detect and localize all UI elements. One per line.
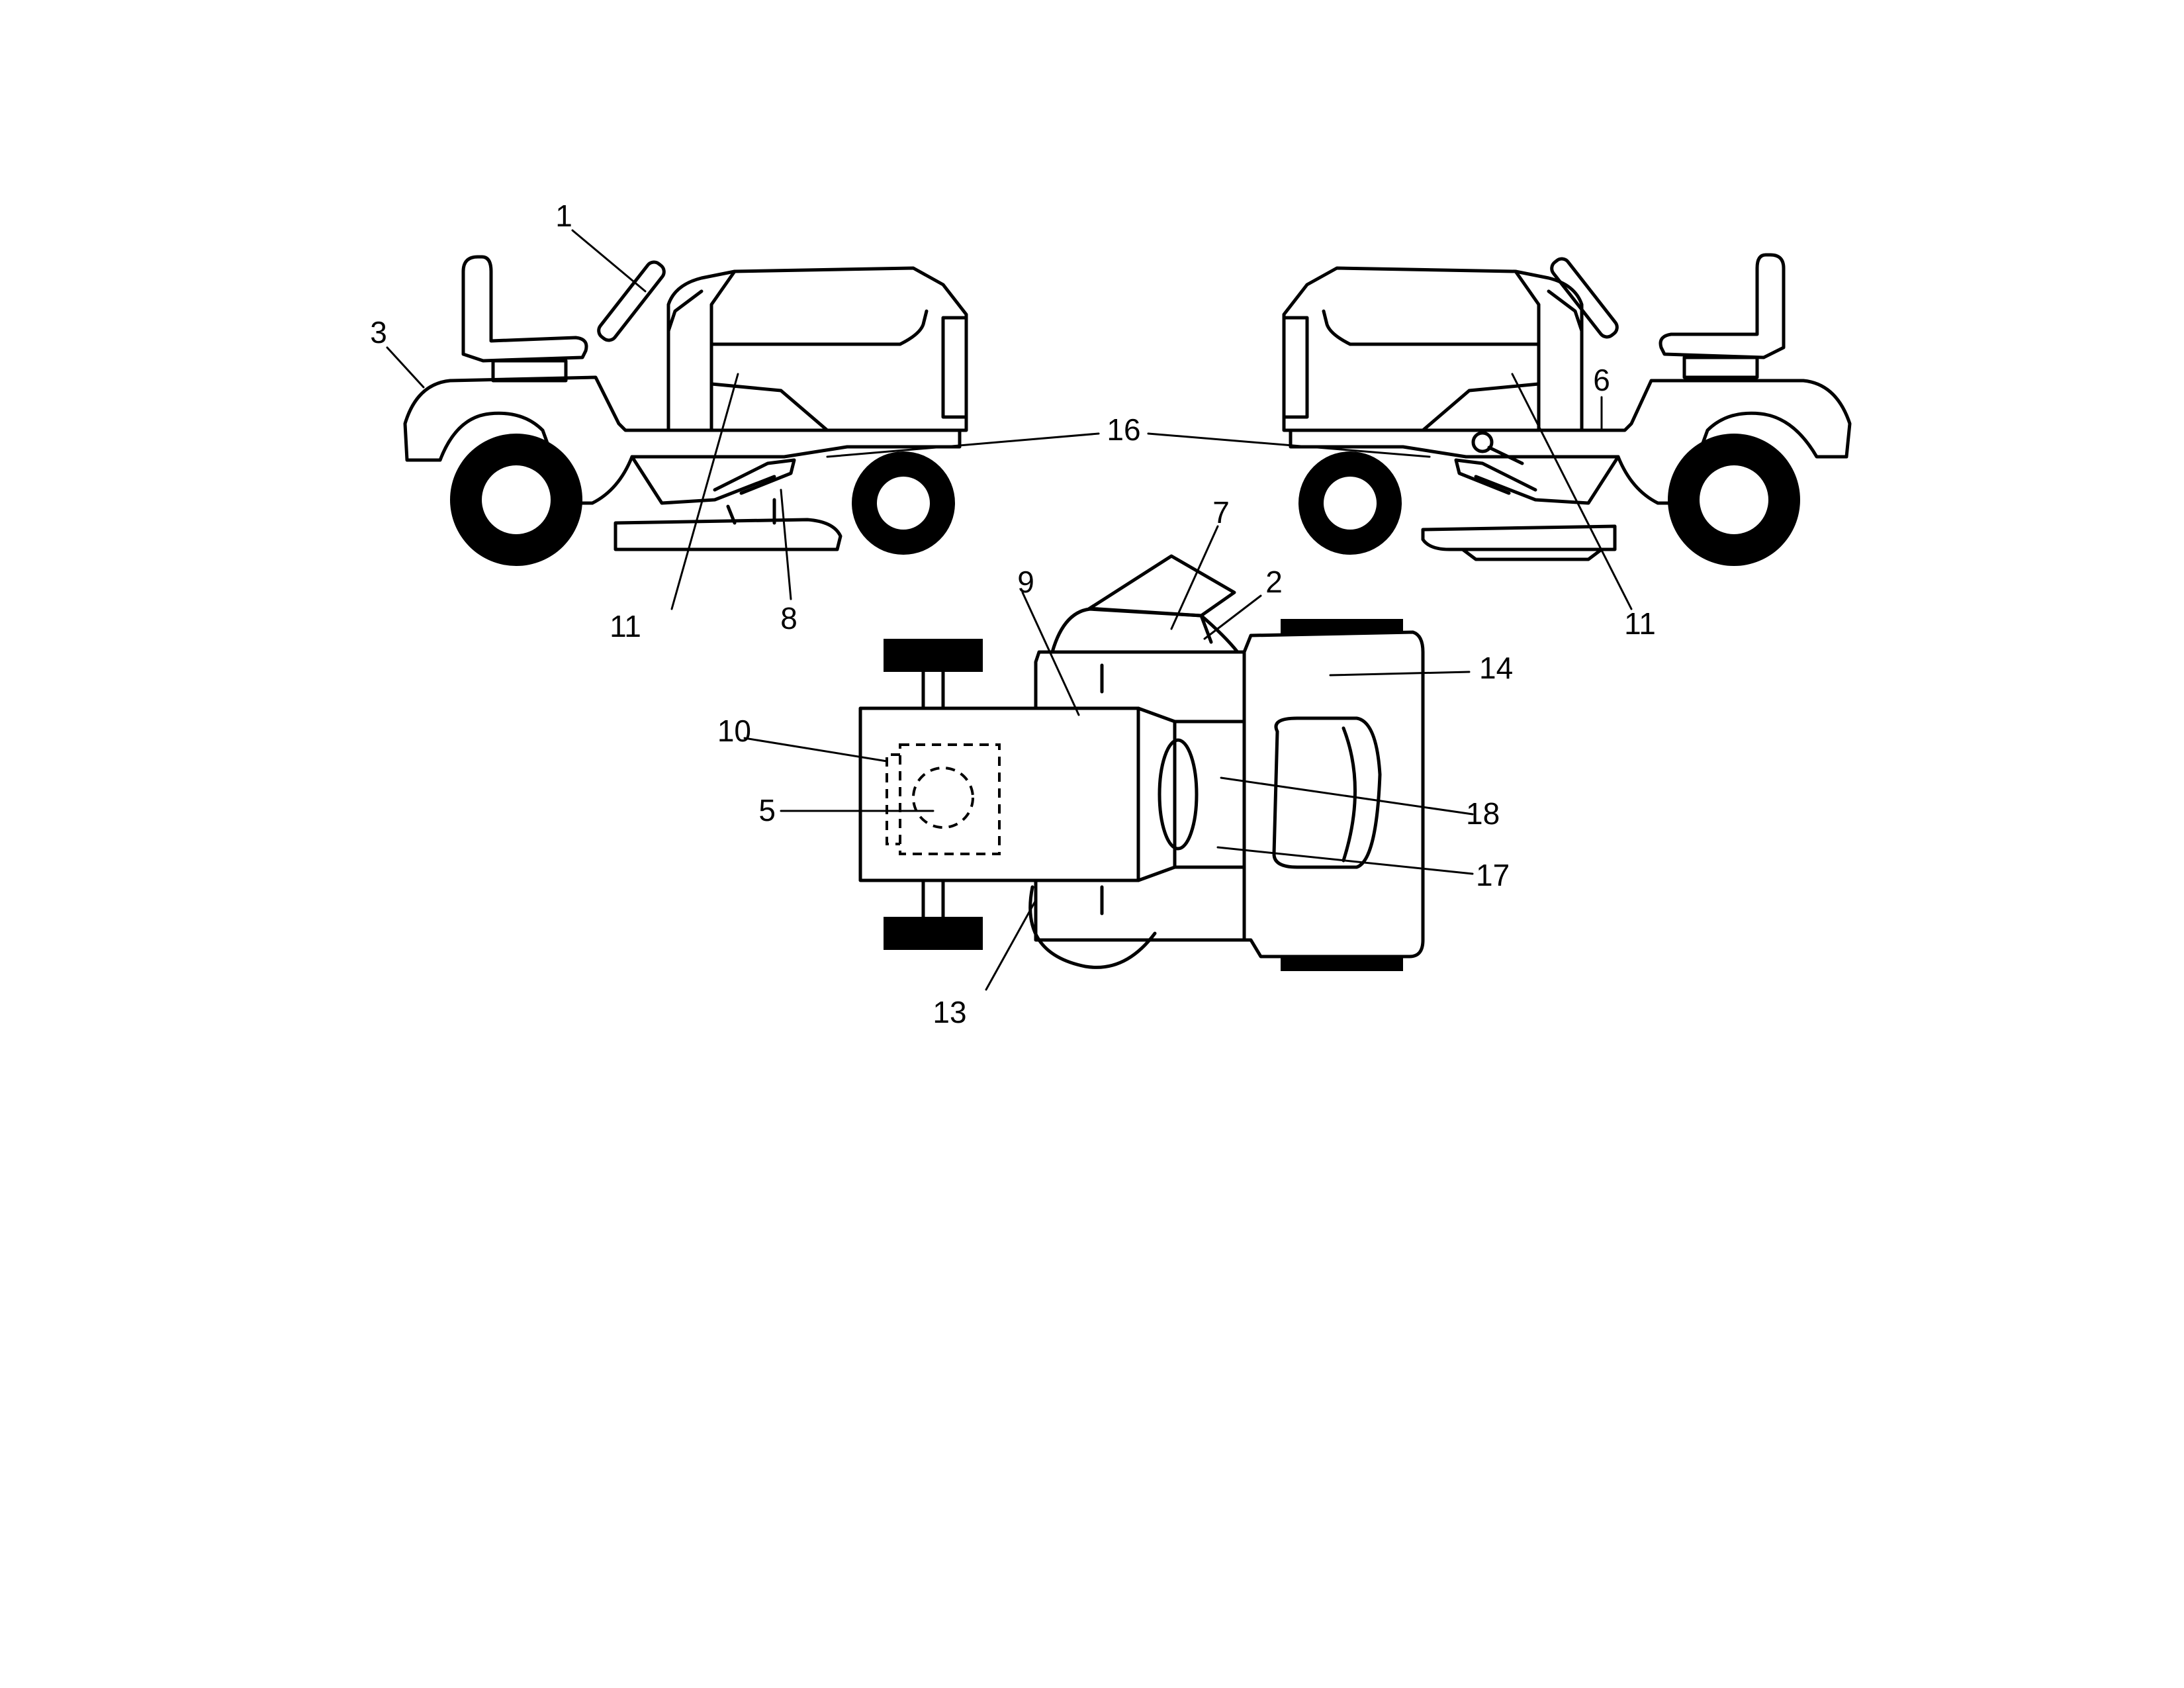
deck-hanger-left — [726, 498, 776, 525]
deck-lip-right — [1461, 547, 1604, 561]
dash-left — [709, 269, 737, 346]
callout-16: 16 — [1107, 412, 1140, 447]
hood-crease-right — [1322, 309, 1541, 346]
leader-lines — [386, 229, 1633, 991]
seat-right — [1659, 253, 1786, 359]
callout-labels: 1 3 11 8 16 6 11 7 2 9 10 5 13 14 18 17 — [370, 199, 1656, 1029]
chassis-right — [1474, 455, 1620, 505]
engine-outline-top — [899, 743, 1001, 855]
body-right — [1289, 379, 1852, 505]
callout-11-right: 11 — [1624, 606, 1656, 641]
callout-11-left: 11 — [610, 609, 641, 643]
tractor-left-side-view — [403, 255, 968, 566]
steering-wheel-right — [1550, 257, 1619, 339]
chassis-left — [630, 455, 776, 505]
discharge-chute-top — [1087, 554, 1236, 618]
lever-knob-right — [1471, 431, 1494, 453]
callout-8: 8 — [780, 601, 797, 635]
hood-crease-left — [709, 309, 929, 346]
front-tire-upper-top — [884, 639, 983, 672]
steering-top — [1158, 738, 1199, 851]
seat-left — [461, 255, 588, 363]
body-left — [403, 375, 962, 505]
steering-column-right — [1547, 289, 1584, 333]
rear-tire-upper-top — [1281, 619, 1403, 633]
rear-tire-lower-top — [1281, 957, 1403, 971]
seat-back-top — [1342, 726, 1357, 863]
callout-13: 13 — [933, 995, 966, 1029]
hood-left — [666, 266, 968, 432]
callout-18: 18 — [1466, 796, 1500, 831]
tractor-right-side-view — [1282, 253, 1852, 566]
steering-column-left — [666, 289, 704, 333]
mower-deck-left — [614, 518, 842, 551]
callout-17: 17 — [1476, 858, 1510, 892]
seat-base-left — [491, 359, 568, 383]
callout-2: 2 — [1265, 565, 1283, 599]
dash-right — [1514, 269, 1541, 346]
seat-top — [1272, 716, 1382, 869]
engine-fan-top — [912, 767, 974, 829]
seat-base-right — [1682, 355, 1759, 379]
callout-9: 9 — [1017, 565, 1034, 599]
pedal-right — [1454, 458, 1537, 495]
callout-6: 6 — [1593, 363, 1610, 397]
deck-bottom-arc — [1028, 885, 1157, 969]
deck-top-arc — [1050, 607, 1240, 654]
callout-10: 10 — [717, 714, 751, 748]
mower-deck-right — [1421, 524, 1617, 551]
center-console-top — [1173, 720, 1246, 869]
grille-right — [1282, 316, 1309, 419]
callout-3: 3 — [370, 315, 387, 350]
hood-side-panel-right — [1421, 382, 1541, 432]
callout-7: 7 — [1212, 495, 1230, 530]
callout-5: 5 — [758, 793, 776, 827]
grille-left — [941, 316, 968, 419]
steering-wheel-left — [597, 260, 666, 342]
tractor-top-view — [858, 554, 1425, 971]
callout-1: 1 — [555, 199, 572, 233]
lever-right — [1487, 445, 1524, 465]
callout-14: 14 — [1479, 651, 1513, 685]
pedal-left — [713, 458, 796, 495]
front-tire-lower-top — [884, 917, 983, 950]
